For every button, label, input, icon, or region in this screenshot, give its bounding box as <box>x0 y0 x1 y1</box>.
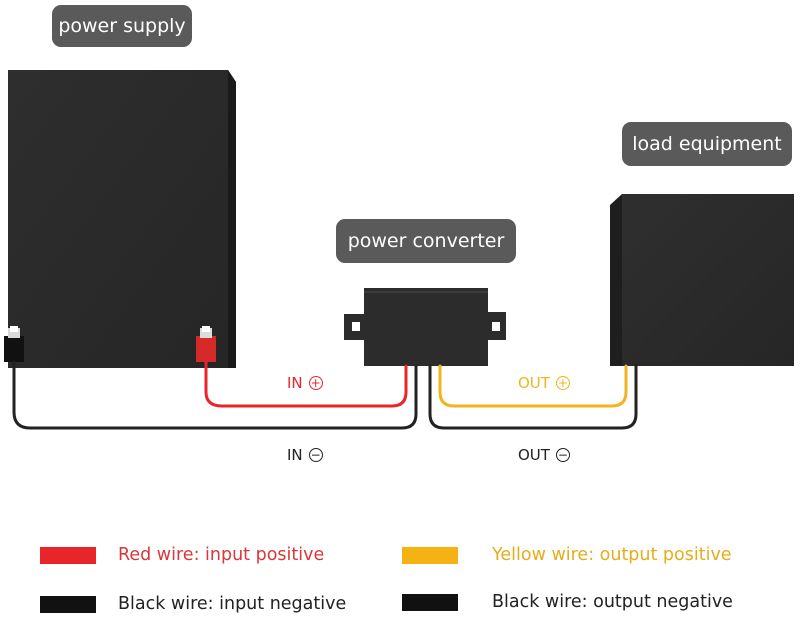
power-converter-label: power converter <box>336 219 516 263</box>
legend-swatch-yellow <box>402 546 458 564</box>
wire-out-positive <box>438 364 628 408</box>
power-converter-device <box>344 288 506 366</box>
wire-in-positive <box>204 360 408 408</box>
minus-icon: − <box>308 448 323 462</box>
load-equipment-device <box>610 194 794 366</box>
legend-item-black-input: Black wire: input negative <box>40 594 346 614</box>
out-negative-text: OUT <box>518 446 550 464</box>
in-negative-label: IN − <box>287 446 323 464</box>
minus-icon: − <box>555 448 570 462</box>
out-positive-text: OUT <box>518 374 550 392</box>
legend-text: Yellow wire: output positive <box>492 545 732 565</box>
legend-swatch-black <box>40 595 96 613</box>
load-equipment-label: load equipment <box>622 122 792 166</box>
power-supply-negative-terminal <box>4 326 24 362</box>
legend-swatch-black <box>402 593 458 611</box>
in-positive-label: IN + <box>287 374 323 392</box>
legend-item-red: Red wire: input positive <box>40 545 324 565</box>
in-negative-text: IN <box>287 446 303 464</box>
out-positive-label: OUT + <box>518 374 570 392</box>
wire-in-negative <box>12 360 418 430</box>
legend-item-black-output: Black wire: output negative <box>402 592 733 612</box>
plus-icon: + <box>555 376 570 390</box>
wire-out-negative <box>428 364 638 430</box>
power-supply-label: power supply <box>52 5 192 47</box>
legend-item-yellow: Yellow wire: output positive <box>402 545 732 565</box>
power-supply-positive-terminal <box>196 326 216 362</box>
plus-icon: + <box>308 376 323 390</box>
legend-text: Black wire: input negative <box>118 594 347 614</box>
in-positive-text: IN <box>287 374 303 392</box>
out-negative-label: OUT − <box>518 446 570 464</box>
legend-text: Red wire: input positive <box>118 545 325 565</box>
legend-swatch-red <box>40 546 96 564</box>
legend-text: Black wire: output negative <box>492 592 733 612</box>
power-supply-device <box>8 70 236 368</box>
